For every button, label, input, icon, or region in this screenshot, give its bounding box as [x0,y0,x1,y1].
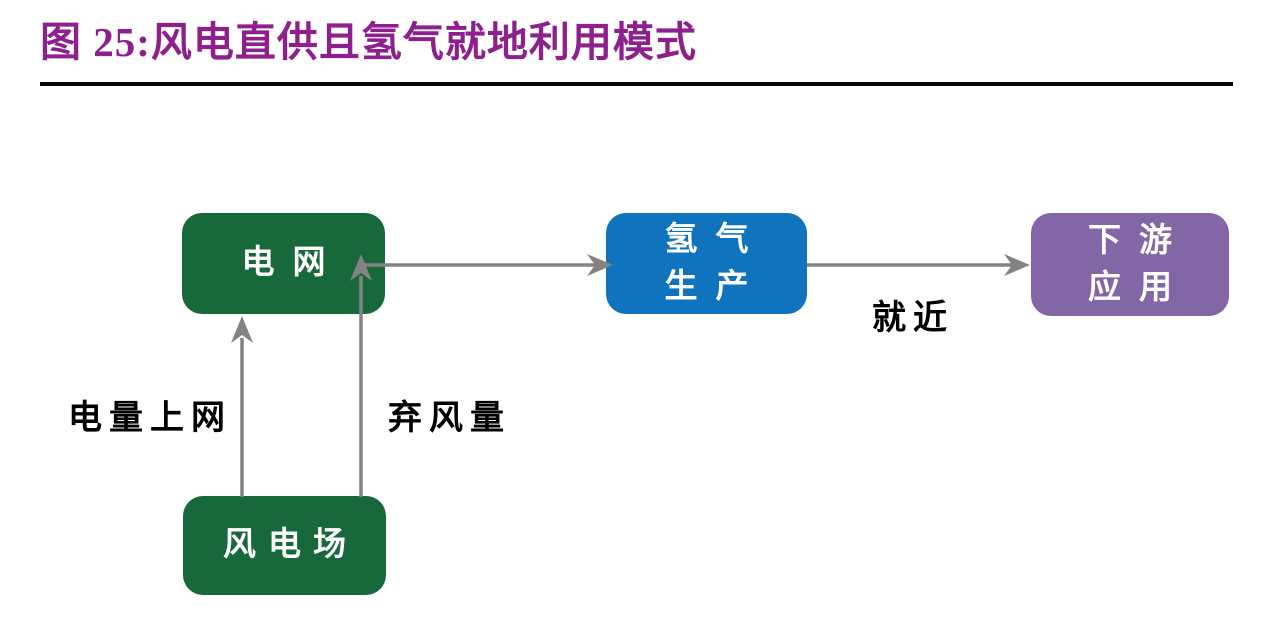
node-downstream: 下游 应用 [1031,213,1229,316]
arrow-grid-to-h2 [364,254,613,276]
node-wind-farm: 风电场 [183,496,386,595]
node-wind-farm-label: 风电场 [223,527,358,564]
arrow-wind-to-grid [231,316,253,497]
node-grid: 电网 [182,213,385,314]
edge-label-nearby: 就近 [872,300,954,337]
node-h2-production-label-line2: 生产 [664,268,767,305]
node-downstream-label-line2: 应用 [1088,269,1190,306]
node-h2-production: 氢气 生产 [606,213,807,314]
figure-title: 图 25:风电直供且氢气就地利用模式 [40,19,697,65]
node-grid-label: 电网 [241,245,344,282]
edge-label-curtailment: 弃风量 [388,400,511,437]
arrow-h2-to-downstream [807,254,1030,276]
title-divider [40,82,1233,86]
node-downstream-label-line1: 下游 [1088,223,1190,260]
edge-label-grid-feed: 电量上网 [68,400,232,437]
node-h2-production-label-line1: 氢气 [664,222,767,259]
